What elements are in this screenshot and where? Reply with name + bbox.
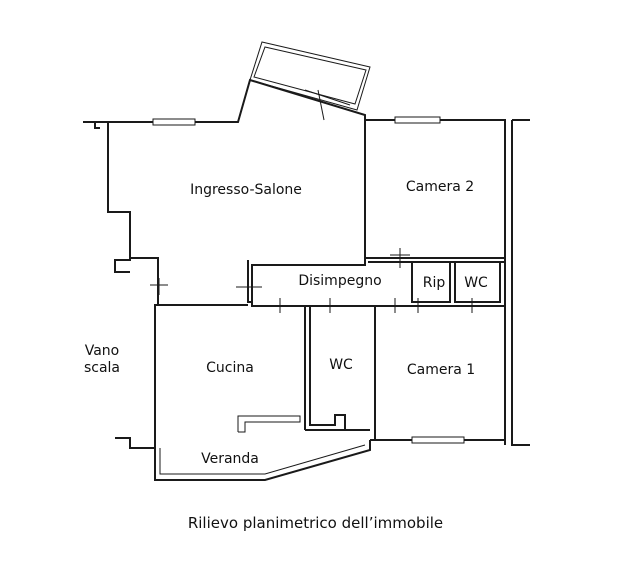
plan-caption: Rilievo planimetrico dell’immobile: [187, 514, 444, 532]
room-label-wc-lower: WC: [329, 357, 353, 373]
stair-label-line1: Vano: [85, 343, 120, 359]
interior-walls: [158, 120, 505, 440]
room-label-wc-upper: WC: [464, 275, 488, 291]
stair-label-line2: scala: [84, 360, 120, 376]
room-label-rip: Rip: [423, 275, 446, 291]
windows: [152, 89, 465, 444]
room-label-camera-2: Camera 2: [406, 179, 474, 195]
room-label-cucina: Cucina: [206, 360, 254, 376]
room-label-camera-1: Camera 1: [407, 362, 475, 378]
room-label-disimpegno: Disimpegno: [298, 273, 381, 289]
door-markers: [150, 89, 473, 313]
balcony: [249, 41, 371, 111]
outer-walls: [83, 78, 530, 481]
room-label-ingresso-salone: Ingresso-Salone: [190, 182, 302, 198]
room-label-veranda: Veranda: [201, 451, 259, 467]
